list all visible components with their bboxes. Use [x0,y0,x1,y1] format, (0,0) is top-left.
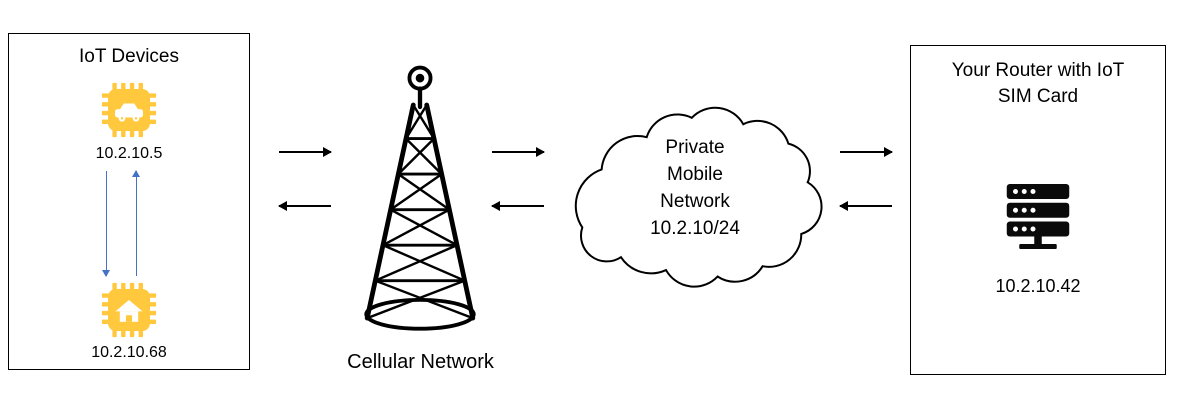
cellular-network-label: Cellular Network [347,351,494,373]
arrow-down-icon [102,171,110,277]
cloud-text: Private Mobile Network 10.2.10/24 [563,134,827,242]
private-mobile-network-cloud: Private Mobile Network 10.2.10/24 [563,92,827,292]
cloud-line-3: Network [660,191,730,212]
cell-tower-icon [364,65,476,331]
iot-box-title: IoT Devices [79,46,179,67]
router-box-title: Your Router with IoT SIM Card [951,60,1125,107]
home-iot-chip-icon [101,282,157,338]
router-ip: 10.2.10.42 [995,276,1081,296]
cloud-line-2: Mobile [667,164,723,185]
home-device-ip: 10.2.10.68 [91,344,167,361]
cloud-icon [563,92,827,292]
arrow-left-icon [491,201,544,211]
router-server-icon [1006,184,1070,249]
arrow-left-icon [839,201,892,211]
car-device-ip: 10.2.10.5 [95,145,163,162]
arrow-right-icon [840,147,893,157]
iot-devices-box: IoT Devices [8,33,250,370]
router-box: Your Router with IoT SIM Card 10.2.10.42 [910,45,1166,375]
cloud-subnet: 10.2.10/24 [650,218,740,239]
cloud-line-1: Private [665,137,725,158]
arrow-right-icon [492,147,545,157]
arrow-right-icon [279,147,332,157]
arrow-left-icon [278,201,331,211]
arrow-up-icon [132,170,140,276]
car-iot-chip-icon [101,82,157,138]
